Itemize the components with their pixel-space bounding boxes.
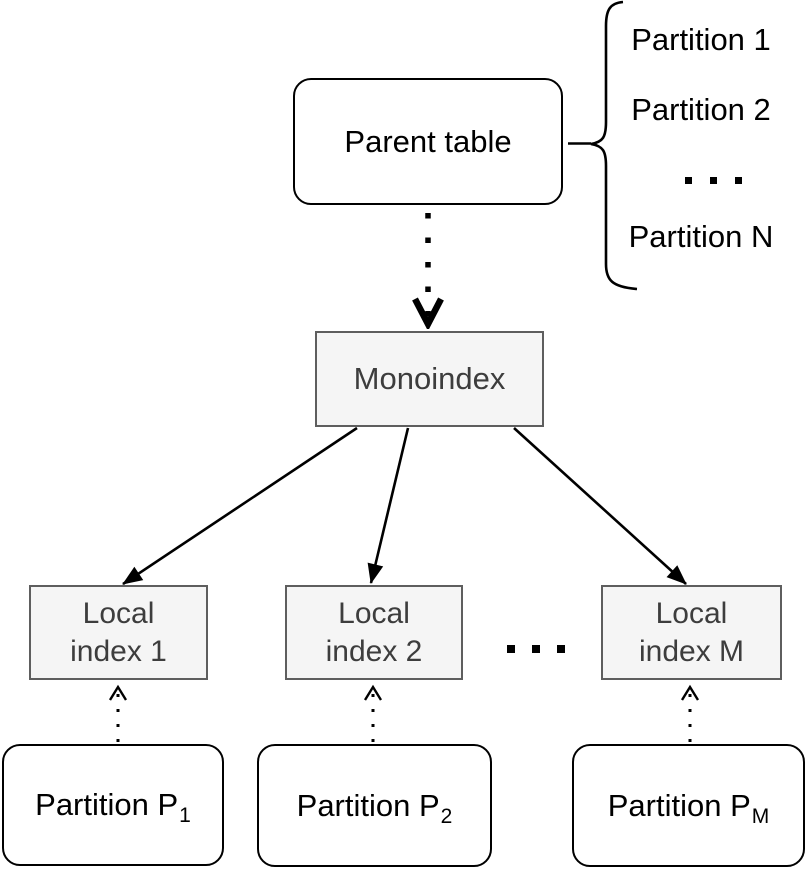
ellipsis-icon-brace-list xyxy=(685,177,742,184)
partition-p2-base: Partition P xyxy=(296,787,440,823)
brace-list-item-partition-1: Partition 1 xyxy=(631,22,771,57)
parent-table-label: Parent table xyxy=(344,123,512,159)
partition-p2-label: Partition P2 xyxy=(296,787,453,828)
partition-pm-subscript: M xyxy=(751,804,770,828)
partition-p2-subscript: 2 xyxy=(440,804,453,828)
dot-icon xyxy=(557,645,565,653)
local-index-m-label: Local index M xyxy=(639,595,744,671)
arrow-monoindex-to-local-index-1 xyxy=(122,426,358,586)
dot-icon xyxy=(685,177,692,184)
arrow-monoindex-to-local-index-m xyxy=(513,427,687,585)
local-index-m-line2: index M xyxy=(638,634,745,668)
monoindex-node: Monoindex xyxy=(315,331,544,427)
partition-pm-label: Partition PM xyxy=(607,787,770,828)
ellipsis-icon-local-indexes xyxy=(507,645,565,653)
parent-table-node: Parent table xyxy=(293,78,563,205)
brace-list-item-partition-n: Partition N xyxy=(628,219,774,254)
partition-pm-node: Partition PM xyxy=(572,744,805,867)
monoindex-label: Monoindex xyxy=(353,361,506,396)
local-index-1-line1: Local xyxy=(82,596,155,630)
dot-icon xyxy=(532,645,540,653)
local-index-1-line2: index 1 xyxy=(70,634,167,668)
partition-p2-node: Partition P2 xyxy=(257,744,492,867)
local-index-m-line1: Local xyxy=(655,596,728,630)
partition-p1-base: Partition P xyxy=(35,787,179,822)
arrow-monoindex-to-local-index-2 xyxy=(367,427,410,584)
local-index-2-label: Local index 2 xyxy=(326,595,423,671)
partition-p1-node: Partition P1 xyxy=(2,744,224,866)
local-index-m-node: Local index M xyxy=(601,585,782,680)
local-index-1-label: Local index 1 xyxy=(70,595,167,671)
partition-p1-label: Partition P1 xyxy=(35,787,191,827)
local-index-2-line1: Local xyxy=(338,596,410,630)
local-index-2-node: Local index 2 xyxy=(285,585,463,680)
dot-icon xyxy=(710,177,717,184)
dot-icon xyxy=(735,177,742,184)
partition-pm-base: Partition P xyxy=(607,787,751,823)
brace-list-item-partition-2: Partition 2 xyxy=(631,92,771,127)
local-index-2-line2: index 2 xyxy=(325,634,423,668)
local-index-1-node: Local index 1 xyxy=(29,585,208,680)
dot-icon xyxy=(507,645,515,653)
partition-p1-subscript: 1 xyxy=(179,804,191,827)
